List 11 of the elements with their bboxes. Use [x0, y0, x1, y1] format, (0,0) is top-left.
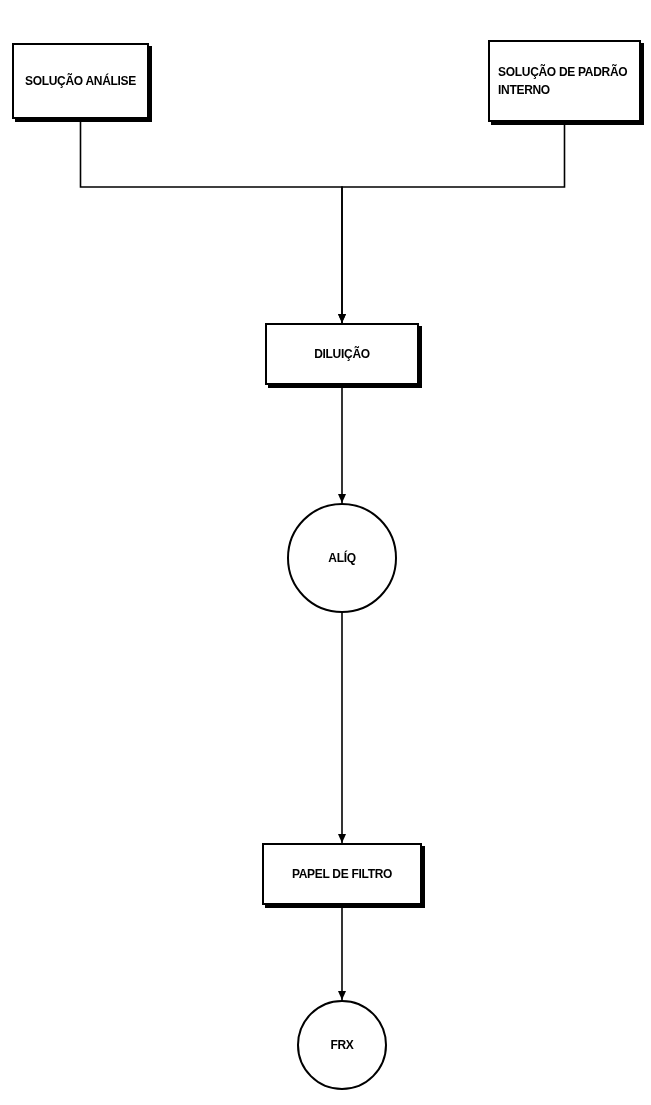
node-label: PAPEL DE FILTRO — [291, 866, 393, 883]
process-box — [12, 43, 149, 119]
node-label: FRX — [330, 1037, 354, 1054]
node-label: SOLUÇÃO DE PADRÃO INTERNO — [498, 63, 629, 99]
process-box — [265, 323, 419, 385]
node-label: SOLUÇÃO ANÁLISE — [24, 72, 137, 90]
node-label: DILUIÇÃO — [314, 345, 370, 363]
process-box — [488, 40, 641, 122]
arrow — [338, 612, 346, 844]
process-box — [262, 843, 422, 905]
node-label: ALÍQ — [328, 549, 356, 567]
